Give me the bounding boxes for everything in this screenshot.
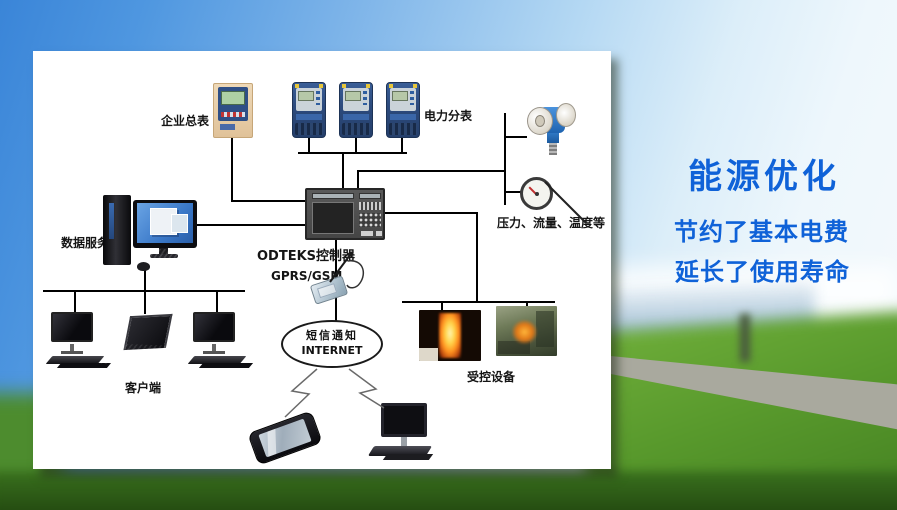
pressure-transmitter-image (525, 103, 579, 161)
background-tree (740, 314, 750, 362)
client-monitor-image (45, 312, 112, 368)
main-meter-label: 企业总表 (161, 114, 210, 128)
main-meter-lcd (221, 91, 245, 105)
gprs-modem-image (309, 275, 354, 305)
cloud-text-line2: INTERNET (301, 344, 363, 357)
server-mouse (137, 262, 150, 271)
power-meter-image (292, 82, 326, 138)
cloud-text-line1: 短信通知 (306, 329, 358, 343)
sms-internet-cloud: 短信通知 INTERNET (281, 320, 383, 368)
desktop-computer-image (363, 403, 443, 461)
smartphone-image (247, 410, 325, 466)
diagram-panel: 企业总表 电力分表 数据服务器 ODTEKS控制器 GPRS/GSM 压力、流量… (33, 51, 611, 469)
power-meter-image (386, 82, 420, 138)
main-meter-module (218, 87, 248, 121)
controller-image (305, 188, 385, 240)
main-meter-tag (220, 124, 235, 130)
power-meter-image (339, 82, 373, 138)
clients-label: 客户端 (125, 381, 162, 395)
background-foreground-grass (0, 471, 897, 510)
headline-line2: 延长了使用寿命 (675, 258, 850, 286)
furnace-photo (419, 310, 481, 361)
power-meter-lcd (345, 91, 361, 101)
client-monitor-image (187, 312, 254, 368)
controller-keypad (359, 213, 381, 227)
controller-label: ODTEKS控制器 (257, 249, 356, 264)
main-meter-image (213, 83, 253, 138)
headline-line1: 节约了基本电费 (674, 218, 849, 246)
controlled-devices-label: 受控设备 (467, 370, 516, 384)
power-meter-lcd (298, 91, 314, 101)
server-computer-image (101, 193, 206, 279)
server-keyboard (140, 249, 206, 262)
lightning-link-left (284, 368, 318, 418)
server-tower (103, 195, 131, 265)
sub-meters-label: 电力分表 (424, 109, 473, 123)
sensors-label: 压力、流量、温度等 (497, 216, 606, 230)
gprs-label: GPRS/GSM (271, 269, 343, 283)
workshop-photo (496, 306, 557, 356)
headline-title: 能源优化 (688, 157, 840, 197)
main-meter-buttons (221, 112, 245, 117)
power-meter-lcd (392, 91, 408, 101)
gauge-image (520, 177, 553, 210)
server-screen (137, 203, 193, 243)
controller-screen (312, 202, 354, 234)
client-laptop-image (99, 313, 189, 367)
